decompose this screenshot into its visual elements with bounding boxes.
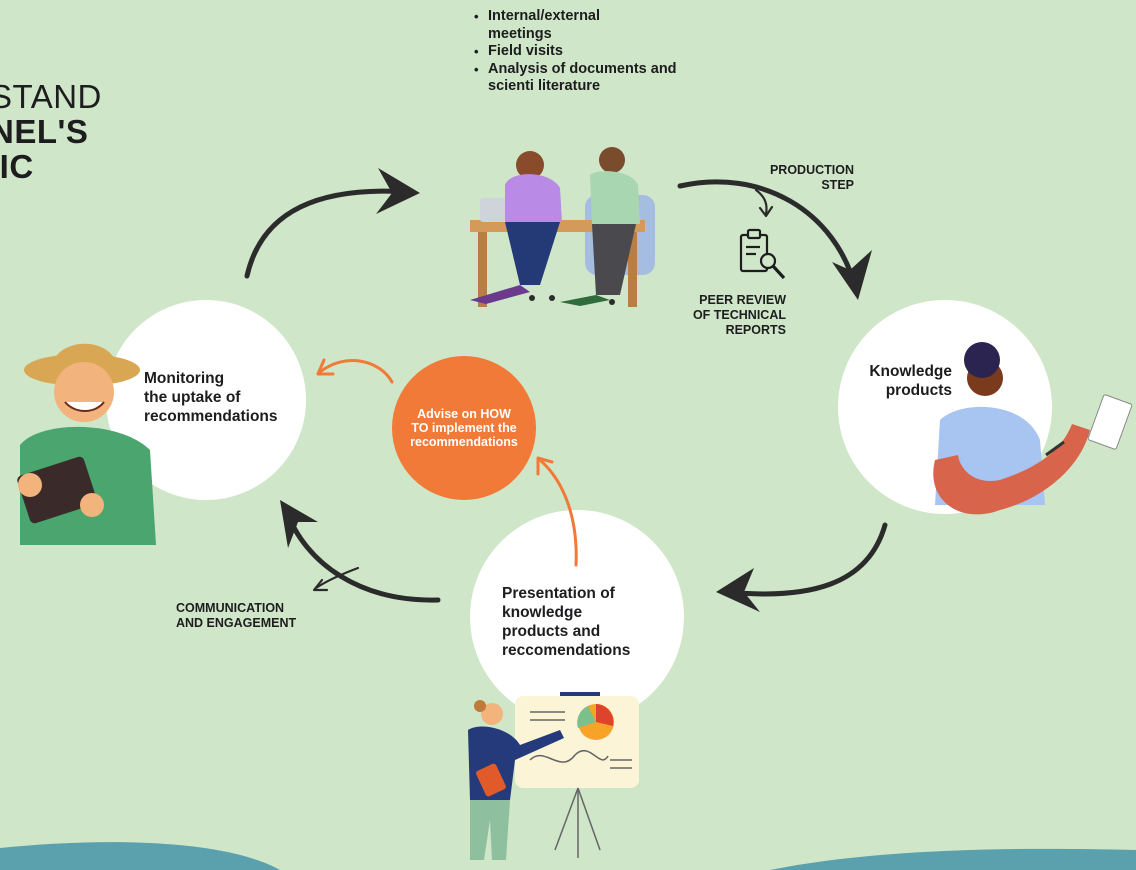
- production-step-label: PRODUCTION STEP: [769, 163, 854, 192]
- activity-item: Analysis of documents and scienti litera…: [474, 61, 683, 96]
- arrow-monitoring-to-production: [244, 188, 413, 279]
- title-line-1: STAND: [0, 78, 102, 115]
- orange-arrow-to-monitoring: [318, 359, 394, 384]
- presentation-label: Presentation of knowledge products and r…: [502, 585, 631, 659]
- peer-review-clipboard-icon: [739, 228, 786, 280]
- peer-review-label: PEER REVIEW OF TECHNICAL REPORTS: [692, 293, 786, 337]
- arrow-knowledge-to-presentation: [723, 522, 888, 597]
- activities-list: Internal/external meetings Field visits …: [474, 8, 683, 96]
- arrowhead-top: [376, 168, 420, 214]
- advise-circle: Advise on HOW TO implement the recommend…: [392, 356, 536, 500]
- arrow-peer-review: [754, 188, 768, 216]
- orange-arrow-to-advise: [538, 458, 578, 567]
- monitoring-label: Monitoring the uptake of recommendations: [144, 370, 278, 425]
- title-line-3: IIC: [0, 148, 34, 185]
- title-line-2: NEL'S: [0, 113, 89, 150]
- activity-item: Field visits: [474, 43, 683, 61]
- arrowhead-left: [280, 500, 318, 548]
- arrowhead-right: [832, 250, 872, 300]
- arrowhead-bottom: [716, 568, 760, 612]
- communication-label: COMMUNICATION AND ENGAGEMENT: [176, 601, 297, 630]
- advise-label: Advise on HOW TO implement the recommend…: [410, 407, 518, 449]
- knowledge-products-label: Knowledge products: [869, 363, 952, 399]
- arrow-production-to-knowledge: [677, 179, 859, 293]
- activity-item: Internal/external meetings: [474, 8, 648, 43]
- arrow-communication: [314, 566, 360, 590]
